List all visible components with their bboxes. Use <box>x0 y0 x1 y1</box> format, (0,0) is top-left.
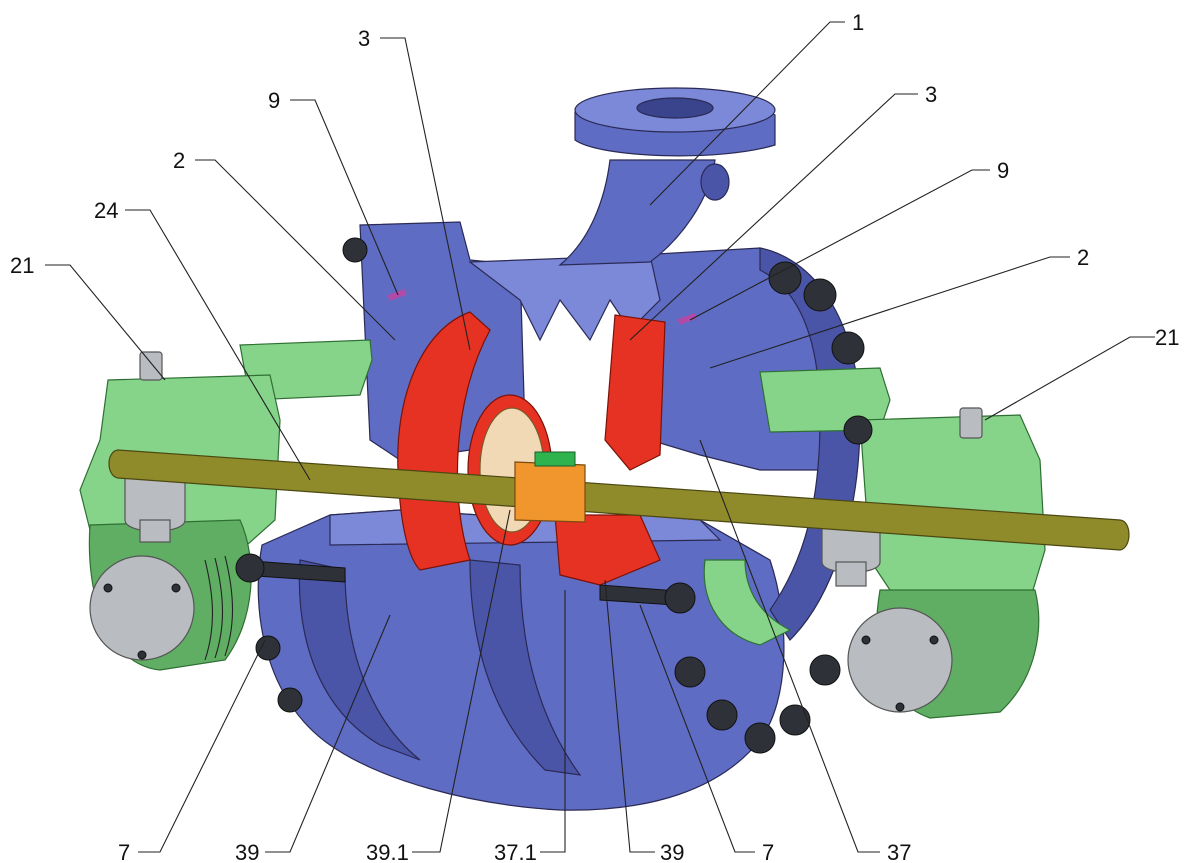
leader-lines <box>45 21 1155 853</box>
callout-3-right: 3 <box>925 82 937 107</box>
nut <box>255 635 281 661</box>
leader-3-right <box>629 93 918 341</box>
casing-center-web <box>468 254 661 342</box>
end-cover-left <box>89 555 195 661</box>
leader-37-1 <box>540 590 566 853</box>
discharge-bore <box>636 97 714 119</box>
callout-39-right: 39 <box>660 840 684 863</box>
leader-2-left <box>195 159 396 341</box>
nut <box>768 261 802 295</box>
nut <box>277 687 303 713</box>
lower-casing-rib-left <box>298 559 421 761</box>
nut <box>664 582 696 614</box>
nut <box>706 699 738 731</box>
callout-9-right: 9 <box>997 158 1009 183</box>
callout-3-left: 3 <box>358 26 370 51</box>
pump-casing <box>257 87 861 811</box>
leader-7-right <box>639 604 755 853</box>
nut <box>744 722 776 754</box>
discharge-nozzle <box>558 159 716 266</box>
vent-plug-right <box>959 407 983 439</box>
callout-labels: 1 3 3 9 9 2 2 24 21 21 7 39 39.1 37.1 39… <box>10 10 1179 863</box>
callout-39-left: 39 <box>235 840 259 863</box>
casing-bolts <box>235 237 873 754</box>
bearing-fins-left <box>204 555 233 661</box>
oiler-base-right <box>835 561 867 587</box>
lower-casing-rib-center <box>469 559 582 776</box>
leader-21-left <box>45 264 166 381</box>
leader-2-right <box>709 256 1070 369</box>
pump-shaft <box>108 449 1130 551</box>
leader-21-right <box>984 336 1155 421</box>
nut <box>342 237 368 263</box>
shaft-body <box>108 449 1130 551</box>
cover-screw <box>895 702 905 712</box>
leader-39-1 <box>412 509 511 853</box>
callout-21-left: 21 <box>10 253 34 278</box>
callout-2-right: 2 <box>1077 245 1089 270</box>
cover-screw <box>861 635 871 645</box>
leader-9-right <box>689 169 990 321</box>
callout-1: 1 <box>852 10 864 35</box>
nut <box>809 654 841 686</box>
cover-screw <box>171 583 181 593</box>
gasket-marker-right <box>677 313 697 325</box>
callout-37: 37 <box>887 840 911 863</box>
callout-24: 24 <box>94 198 118 223</box>
nut <box>674 656 706 688</box>
cover-screw <box>103 583 113 593</box>
bearing-foot-right <box>703 559 792 646</box>
callout-7-left: 7 <box>118 840 130 863</box>
cover-screw <box>929 635 939 645</box>
leader-3-left <box>380 37 471 351</box>
vent-plug-left <box>139 351 163 381</box>
leader-1 <box>649 21 845 206</box>
nut <box>843 415 873 445</box>
impeller-second-stage <box>604 314 666 471</box>
leader-37 <box>699 439 880 853</box>
leader-9-left <box>290 99 399 296</box>
impeller-shroud <box>397 311 491 571</box>
leader-24 <box>125 209 311 481</box>
nut <box>779 704 811 736</box>
callout-37-1: 37.1 <box>494 840 537 863</box>
nozzle-boss <box>700 163 730 201</box>
seal-ring <box>534 451 576 467</box>
callout-7-right: 7 <box>762 840 774 863</box>
callout-39-1: 39.1 <box>366 840 409 863</box>
cover-screw <box>137 650 147 660</box>
nut <box>235 553 265 583</box>
callout-21-right: 21 <box>1155 325 1179 350</box>
leader-39-left <box>265 614 391 853</box>
end-cover-right <box>847 607 953 713</box>
nut <box>831 331 865 365</box>
callout-2-left: 2 <box>173 148 185 173</box>
oiler-base-left <box>139 519 171 543</box>
nut <box>803 278 837 312</box>
shaft-sleeve <box>514 461 586 523</box>
leader-39-right <box>604 579 655 853</box>
gasket-marker-left <box>387 289 407 301</box>
leader-7-left <box>138 639 266 853</box>
callout-9-left: 9 <box>268 88 280 113</box>
